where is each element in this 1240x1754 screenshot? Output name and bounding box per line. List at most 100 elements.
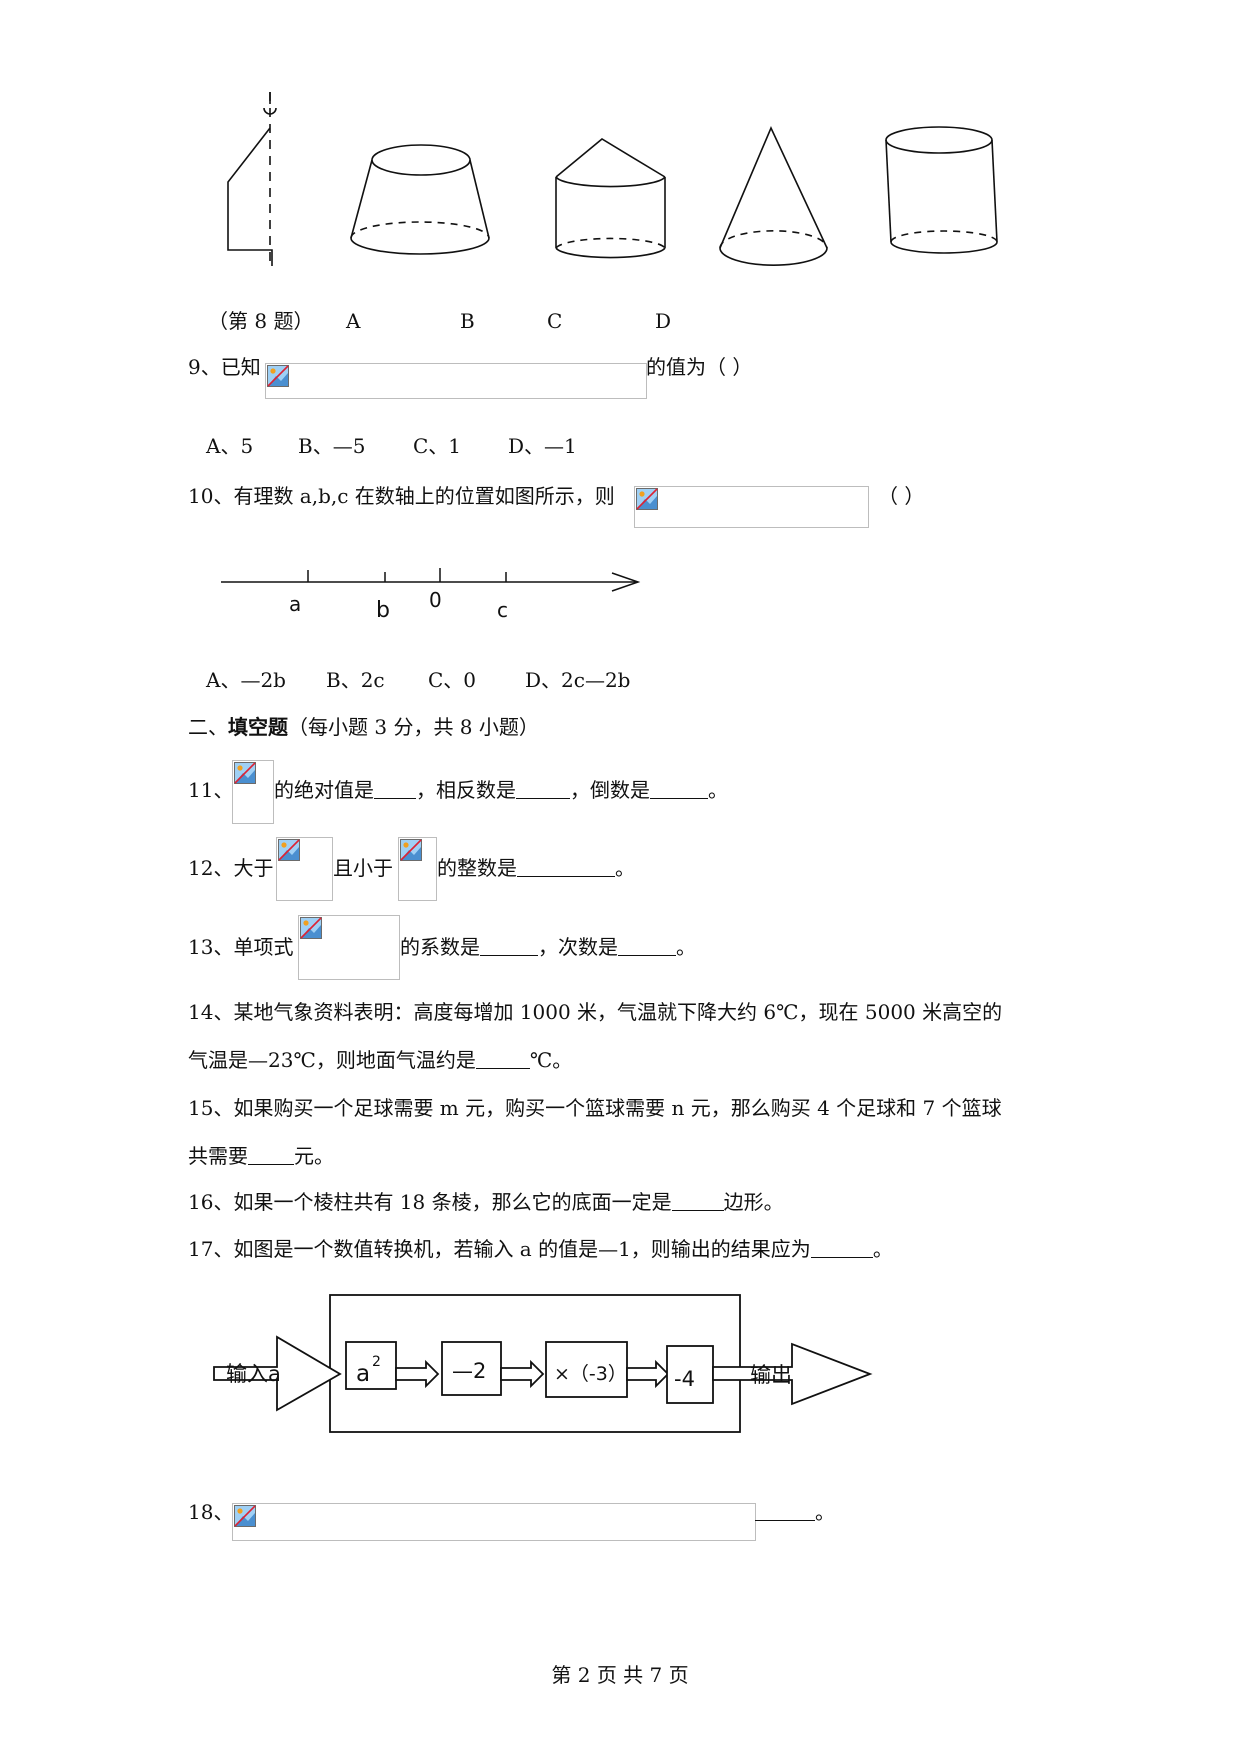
- q14-line1: 14、某地气象资料表明：高度每增加 1000 米，气温就下降大约 6℃，现在 5…: [188, 1000, 1003, 1024]
- q11-num: 11、: [188, 778, 234, 802]
- q8-option-b: B: [460, 309, 475, 333]
- q17-b: 。: [872, 1237, 893, 1261]
- q16-text: 16、如果一个棱柱共有 18 条棱，那么它的底面一定是 边形。: [188, 1192, 784, 1212]
- q18-formula-image: [232, 1503, 756, 1541]
- flow-arrow-1: [395, 1359, 440, 1389]
- broken-image-icon: [300, 917, 322, 939]
- q9-prefix: 9、已知: [188, 355, 261, 379]
- section2-num: 二、: [188, 715, 228, 739]
- q9-option-b: B、—5: [298, 434, 366, 458]
- figure-d-cylinder: [885, 126, 998, 254]
- broken-image-icon: [267, 365, 289, 387]
- box2-label: —2: [452, 1359, 486, 1383]
- broken-image-icon: [234, 1505, 256, 1527]
- q15-line2: 共需要 元。: [188, 1146, 334, 1166]
- q13-blank-1: [480, 954, 538, 956]
- q13-formula-image: [298, 915, 400, 980]
- q12-formula-image-1: [276, 837, 333, 901]
- output-label: 输出: [750, 1363, 792, 1387]
- broken-image-icon: [636, 488, 658, 510]
- flow-arrow-3: [626, 1359, 670, 1389]
- q9-option-c: C、1: [413, 434, 462, 458]
- q8-solid-figures: [227, 92, 998, 266]
- q13-text: 的系数是 ，次数是 。: [400, 937, 696, 957]
- q11-t2: ，相反数是: [416, 778, 516, 802]
- figure-b-cone-cylinder: [555, 138, 666, 259]
- broken-image-icon: [278, 839, 300, 861]
- section2-title: 二、填空题（每小题 3 分，共 8 小题）: [188, 717, 539, 737]
- q10-option-c: C、0: [428, 668, 477, 692]
- q8-caption: （第 8 题）: [208, 309, 314, 333]
- q12-formula-image-2: [398, 837, 437, 901]
- figure-a-frustum: [350, 144, 490, 255]
- q11-blank-1: [374, 797, 416, 799]
- box4-label: -4: [674, 1367, 695, 1391]
- output-arrow: [712, 1342, 873, 1406]
- broken-image-icon: [400, 839, 422, 861]
- axis-label-b: b: [376, 598, 390, 623]
- q9-suffix: 的值为（ ）: [646, 355, 753, 379]
- axis-label-0: 0: [429, 588, 442, 612]
- axis-label-a: a: [289, 592, 301, 616]
- q14-blank: [475, 1067, 530, 1069]
- q16-b: 边形。: [723, 1190, 784, 1214]
- q15-line2b: 元。: [294, 1144, 334, 1168]
- q18-tail: 。: [755, 1502, 835, 1522]
- q10-formula-image: [634, 486, 869, 528]
- q9-option-a: A、5: [206, 434, 254, 458]
- q10-option-b: B、2c: [326, 668, 385, 692]
- box3-label: ×（-3）: [554, 1363, 627, 1385]
- flow-arrow-2: [500, 1359, 545, 1389]
- q17-blank: [810, 1256, 873, 1258]
- q8-option-a: A: [346, 309, 361, 333]
- broken-image-icon: [234, 762, 256, 784]
- q11-t1: 的绝对值是: [274, 778, 374, 802]
- q18-num: 18、: [188, 1500, 234, 1524]
- q15-blank: [248, 1163, 294, 1165]
- q18-blank: [755, 1519, 815, 1521]
- q12-num: 12、大于: [188, 856, 274, 880]
- q18-end: 。: [815, 1500, 835, 1524]
- q10-prefix: 10、有理数 a,b,c 在数轴上的位置如图所示，则: [188, 484, 615, 508]
- q11-end: 。: [708, 778, 728, 802]
- figure-c-cone: [719, 126, 828, 266]
- q16-blank: [671, 1209, 724, 1211]
- q14-line2: 气温是—23℃，则地面气温约是 ℃。: [188, 1050, 572, 1070]
- input-arrow: [213, 1335, 342, 1412]
- q13-end: 。: [676, 935, 696, 959]
- q14-line2a: 气温是—23℃，则地面气温约是: [188, 1048, 476, 1072]
- q10-number-line: a b 0 c: [221, 568, 641, 623]
- q8-option-d: D: [655, 309, 672, 333]
- q12-t1: 且小于: [333, 856, 393, 880]
- q17-conversion-machine: 输入a a 2 —2 ×（-3） -4 输出: [213, 1294, 873, 1433]
- q15-line2a: 共需要: [188, 1144, 248, 1168]
- q15-line1: 15、如果购买一个足球需要 m 元，购买一个篮球需要 n 元，那么购买 4 个足…: [188, 1096, 1002, 1120]
- q11-formula-image: [232, 760, 274, 824]
- q14-line2b: ℃。: [529, 1048, 573, 1072]
- q11-text: 的绝对值是，相反数是，倒数是。: [274, 780, 728, 800]
- q13-blank-2: [618, 954, 676, 956]
- q10-option-a: A、—2b: [206, 668, 286, 692]
- q10-paren: （ ）: [878, 484, 925, 508]
- q13-num: 13、单项式: [188, 935, 294, 959]
- rotation-shape: [227, 92, 277, 266]
- q9-formula-image: [265, 363, 647, 399]
- page-footer: 第 2 页 共 7 页: [551, 1663, 689, 1687]
- q11-blank-2: [516, 797, 570, 799]
- q17-text: 17、如图是一个数值转换机，若输入 a 的值是—1，则输出的结果应为 。: [188, 1239, 893, 1259]
- q12-end: 。: [615, 856, 635, 880]
- box1-base: a: [356, 1361, 370, 1387]
- q11-blank-3: [650, 797, 708, 799]
- box1-exponent: 2: [372, 1354, 381, 1370]
- q16-a: 16、如果一个棱柱共有 18 条棱，那么它的底面一定是: [188, 1190, 672, 1214]
- q13-t2: ，次数是: [538, 935, 618, 959]
- q9-option-d: D、—1: [508, 434, 577, 458]
- section2-bold: 填空题: [228, 715, 288, 739]
- q17-a: 17、如图是一个数值转换机，若输入 a 的值是—1，则输出的结果应为: [188, 1237, 811, 1261]
- q12-text: 的整数是。: [437, 858, 635, 878]
- section2-note: （每小题 3 分，共 8 小题）: [288, 715, 539, 739]
- q8-option-c: C: [547, 309, 563, 333]
- input-label: 输入a: [226, 1362, 281, 1386]
- q13-t1: 的系数是: [400, 935, 480, 959]
- axis-label-c: c: [497, 598, 508, 622]
